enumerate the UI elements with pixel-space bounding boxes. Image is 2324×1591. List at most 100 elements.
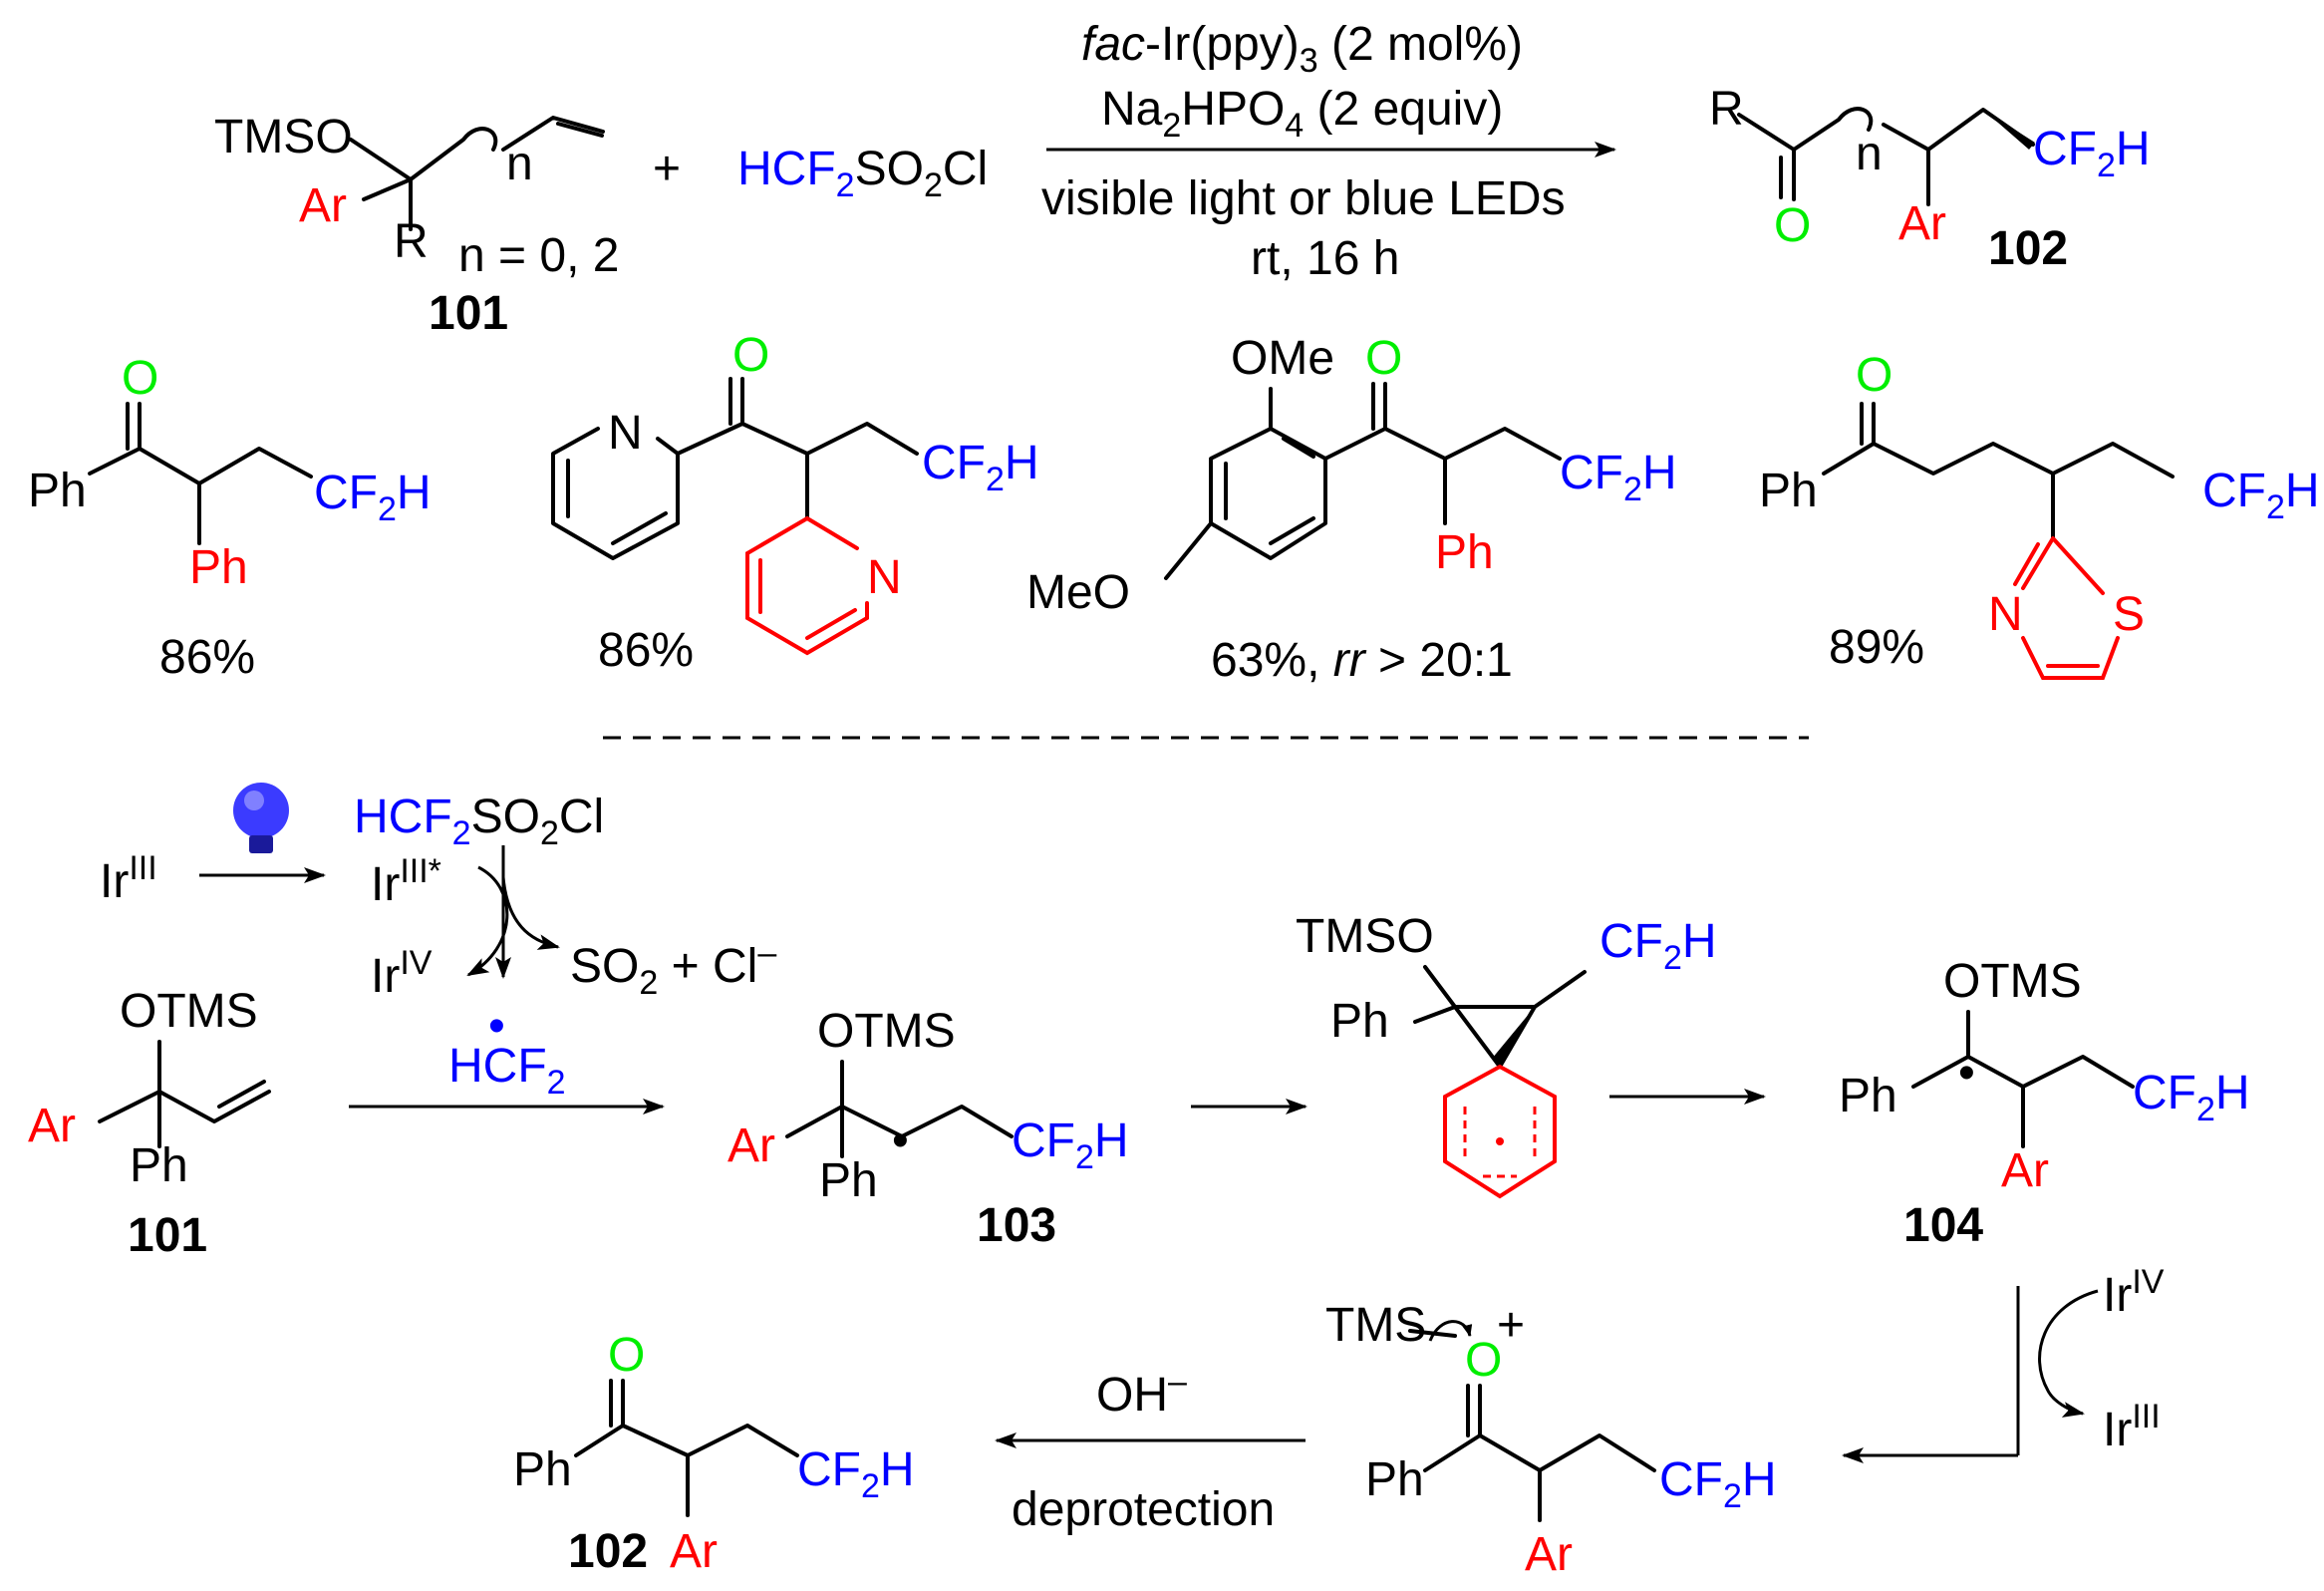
base-sub2: 4 [1285,107,1304,145]
yield-suffix: > 20:1 [1365,634,1513,687]
otms-label: OTMS [120,985,258,1038]
yield: 86% [598,624,694,677]
base-sub: 2 [1162,107,1181,145]
cf2h-label: CF2H [2133,1067,2250,1128]
cf2h-main: CF [797,1443,861,1496]
ir3-label: IrIII [2103,1398,2161,1456]
ar-label: Ar [1898,197,1946,250]
catalyst-fac: fac [1081,18,1145,71]
desilylation-arrow [1428,1320,1473,1342]
otms-label: OTMS [817,1005,956,1058]
bond-set [676,377,919,520]
n-index: n [1856,128,1883,180]
base-equiv: (2 equiv) [1304,83,1503,136]
plus-charge: + [1497,1299,1525,1352]
cf2h-sub: 2 [2097,147,2116,184]
mech-reagent-sub2: 2 [540,814,559,852]
cf2h-radical: HCF2 [448,1040,566,1102]
bond-set [1737,107,2035,206]
ar-label: Ar [299,179,347,232]
cf2h-sub: 2 [1723,1477,1742,1515]
cf2h-sub: 2 [2196,1091,2215,1128]
wedge-bond [1983,110,2035,150]
conditions: fac-Ir(ppy)3 (2 mol%) Na2HPO4 (2 equiv) … [1041,18,1616,285]
plus-sign: + [653,143,681,195]
yield: 89% [1829,621,1924,674]
compound-number-102: 102 [568,1525,648,1578]
oxocarbenium-intermediate: TMS O + Ph Ar CF2H OH– deprotection [995,1299,1777,1581]
substrate-101: OTMS Ar Ph 101 [28,985,665,1262]
cf2h-end: H [1094,1114,1129,1167]
product-102: R O n Ar CF2H 102 [1709,83,2151,275]
cf2h-end: H [1682,915,1717,968]
catalyst-text: fac-Ir(ppy)3 (2 mol%) [1081,18,1523,80]
cf2h-label: CF2H [2033,123,2151,184]
base-text: Na2HPO4 (2 equiv) [1101,83,1503,145]
ir3-main: Ir [2103,1404,2132,1456]
o-label: O [608,1329,645,1382]
cf2h-label: CF2H [797,1443,915,1505]
electron-transfer-arrow [466,865,509,977]
ir-oxidation-curve [2038,1289,2099,1418]
o-label: O [1465,1334,1502,1387]
oxidation-step: IrIV IrIII [1842,1263,2165,1463]
deprotection-label: deprotection [1012,1483,1275,1536]
ar-label: Ar [28,1100,76,1152]
tms-label: TMS [1325,1299,1426,1352]
ph-label: Ph [1759,465,1818,517]
oh-sup: – [1168,1363,1187,1401]
reagent-mid: SO [855,143,924,195]
o-label: O [1365,332,1402,385]
compound-number-102: 102 [1988,222,2068,275]
mech-reagent-end: Cl [559,791,604,843]
cf2h-label: CF2H [1659,1453,1777,1515]
cf2h-sub: 2 [1663,939,1682,977]
cf2h-end: H [2215,1067,2250,1119]
ph-label: Ph [1435,526,1494,579]
thiazole-n: N [1988,588,2023,641]
ir3-label: IrIII [100,849,157,908]
o-label: O [1774,199,1811,252]
byproduct-mid: + Cl [658,940,757,993]
example-4: O Ph CF2H N S 89% [1759,349,2320,680]
mech-reagent-main: HCF [354,791,452,843]
example-1: O Ph Ph CF2H 86% [28,352,432,684]
example-2: O N N CF2H 86% [551,329,1039,677]
yield-rr: 63%, rr > 20:1 [1211,634,1513,687]
ar-label: Ar [2001,1144,2049,1197]
red-pyridine-ring [745,516,869,656]
ir4-sup: IV [400,944,432,982]
ph-sub-label: Ph [189,541,248,594]
reagent-suffix: Cl [943,143,988,195]
base-na: Na [1101,83,1163,136]
aryl-ring [1164,387,1327,580]
mech-reagent-sub: 2 [452,814,471,852]
o-label: O [732,329,769,382]
ir3-excited-main: Ir [371,858,400,911]
otms-label: OTMS [1943,955,2082,1008]
ar-label: Ar [1525,1528,1573,1581]
r-label: R [1709,83,1744,136]
cf2h-main: CF [1659,1453,1723,1506]
delocalization-dashes [1463,1107,1537,1178]
cf2h-sub: 2 [861,1467,880,1505]
cf2h-end: H [2116,123,2151,175]
cf2h-sub: 2 [986,461,1005,498]
ir4-sup: IV [2132,1263,2164,1301]
ir4-main: Ir [2103,1269,2132,1322]
ir3-excited-sup: III* [400,852,441,890]
cf2h-end: H [1642,447,1677,499]
example-3: OMe O MeO Ph CF2H 63%, rr > 20:1 [1026,332,1677,687]
oh-main: OH [1096,1369,1168,1422]
ome-label: OMe [1231,332,1334,385]
ph-label: Ph [1330,995,1389,1048]
reagent-prefix: HCF [737,143,836,195]
red-pyridine-n: N [867,551,902,604]
compound-number-101: 101 [128,1209,207,1262]
cf2h-label: CF2H [314,467,432,528]
bond-set [1323,382,1562,525]
photocatalytic-cycle: IrIII HCF2SO2Cl IrIII* IrIV SO2 + Cl– • … [100,783,776,1102]
cf2h-end: H [880,1443,915,1496]
bond-set [785,1060,1014,1158]
ir4-label: IrIV [2103,1263,2165,1322]
